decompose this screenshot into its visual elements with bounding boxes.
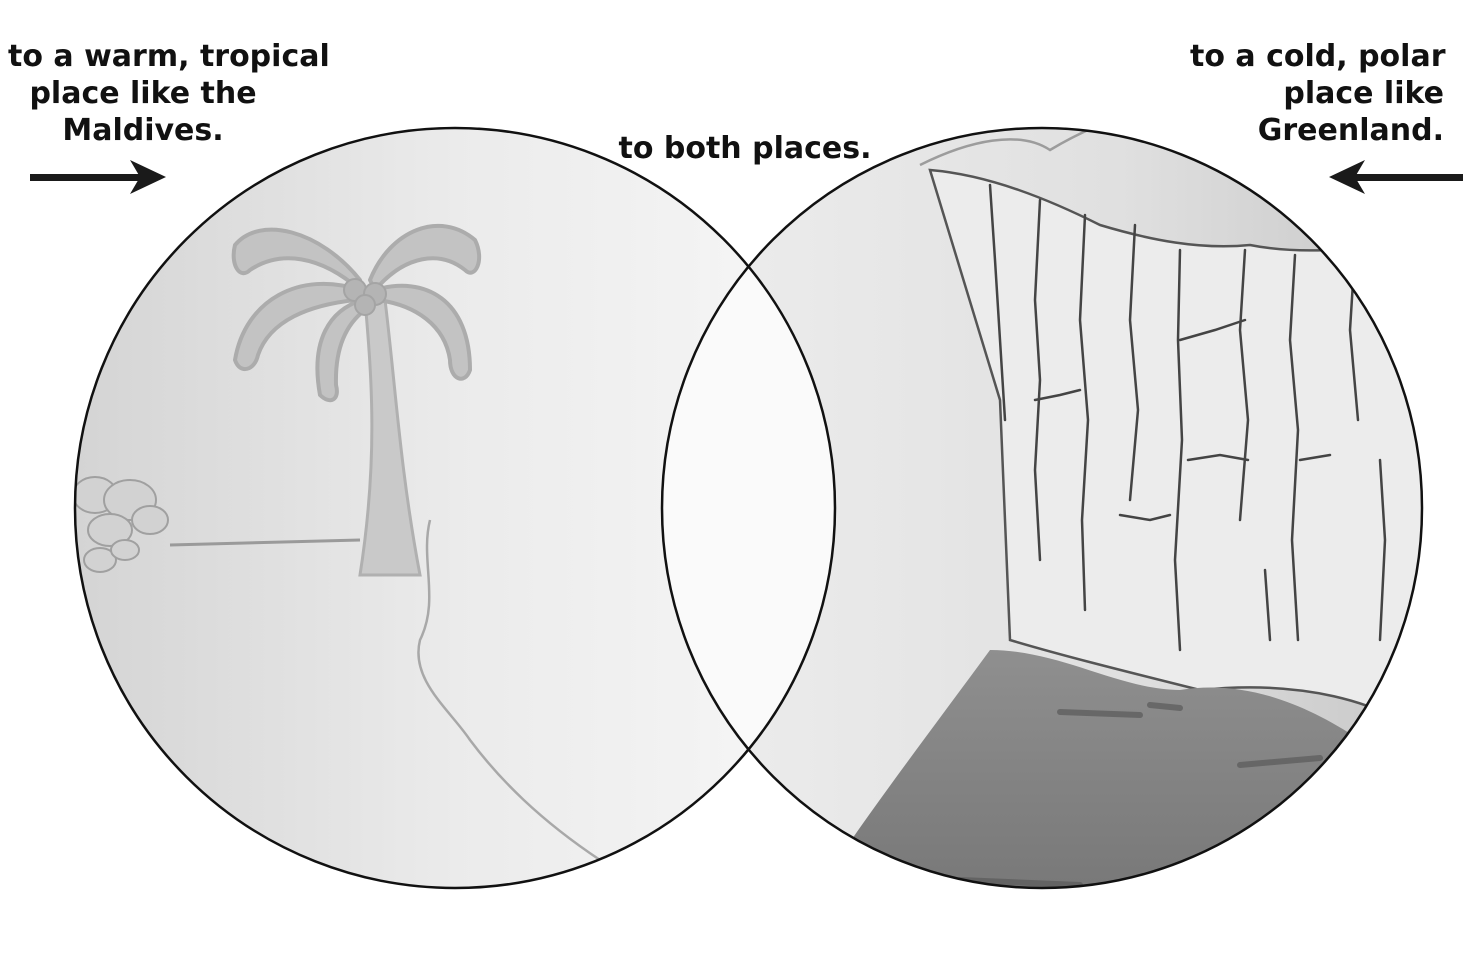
caption-line: Maldives. [8, 112, 278, 149]
caption-line: place like the [8, 75, 278, 112]
caption-line: to a warm, tropical [8, 38, 278, 75]
right-region-caption: to a cold, polar place like Greenland. [1190, 38, 1444, 149]
caption-line: place like [1190, 75, 1444, 112]
caption-line: to both places. [600, 130, 890, 167]
caption-line: to a cold, polar [1190, 38, 1444, 75]
caption-line: Greenland. [1190, 112, 1444, 149]
overlap-region-caption: to both places. [600, 130, 890, 167]
left-region-caption: to a warm, tropical place like the Maldi… [8, 38, 278, 149]
right-arrow-icon [30, 160, 166, 194]
left-arrow-icon [1329, 160, 1463, 194]
